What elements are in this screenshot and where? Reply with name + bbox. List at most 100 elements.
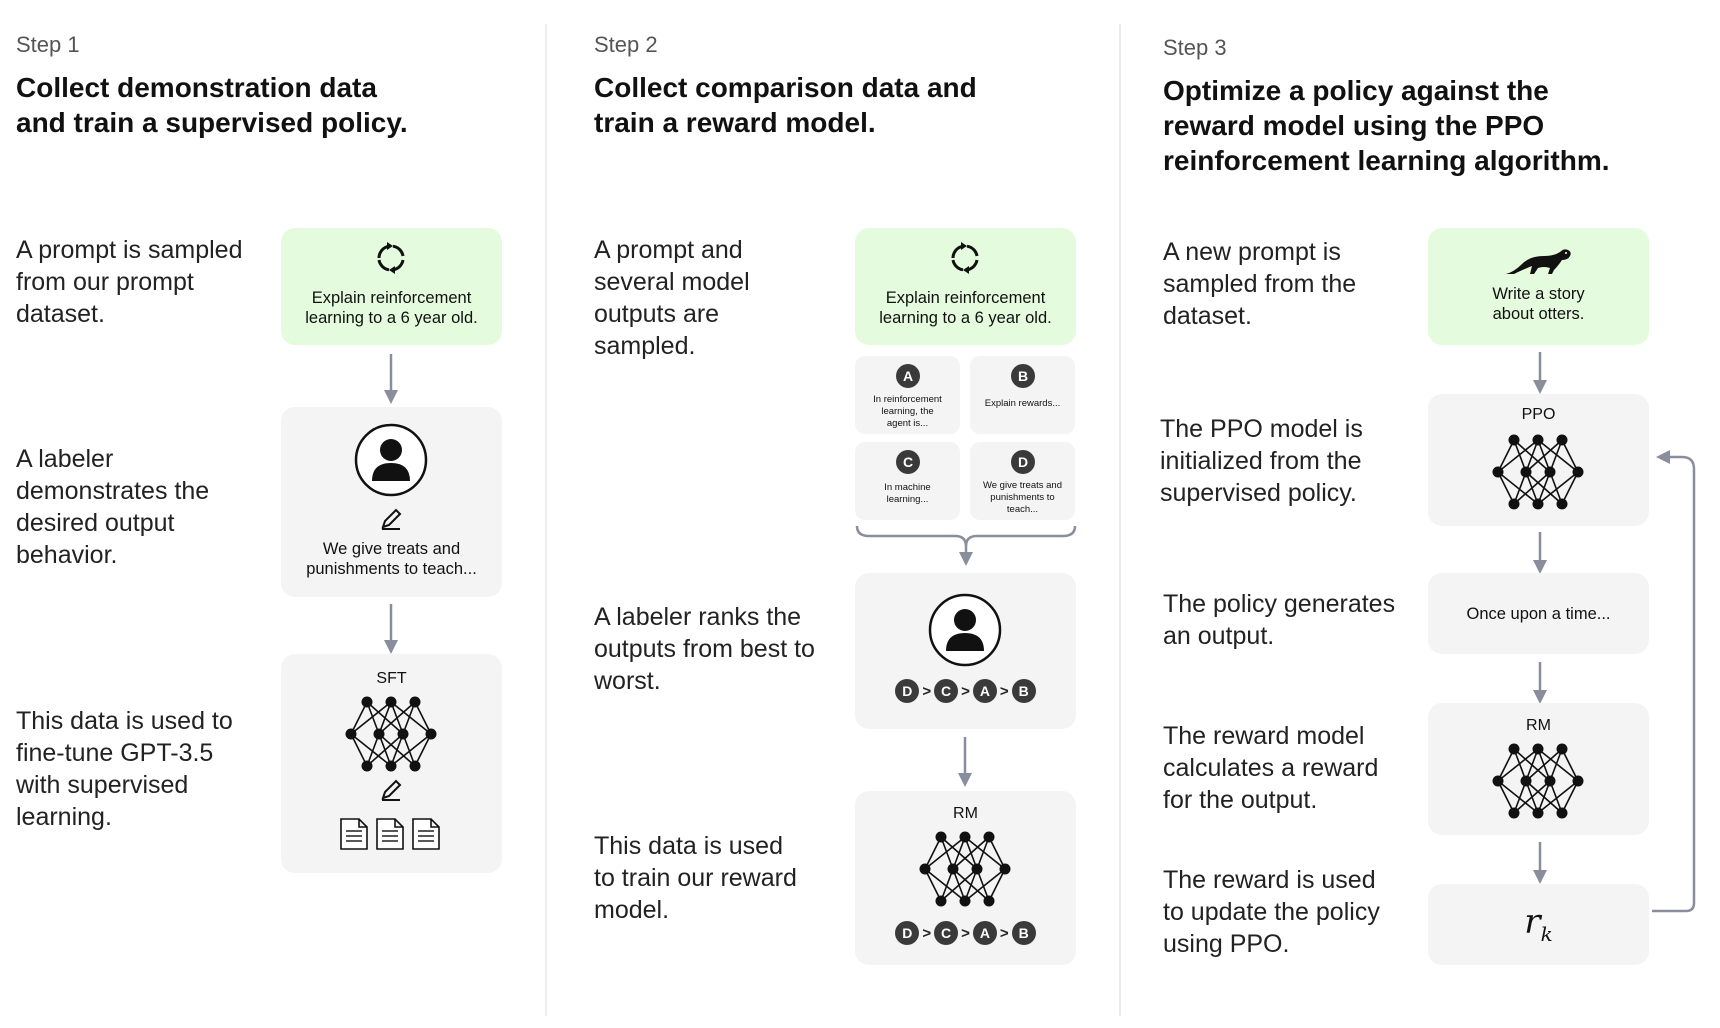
- network-graph: [1492, 434, 1584, 510]
- step-2-prompt-card: Explain reinforcement learning to a 6 ye…: [855, 228, 1076, 345]
- network-edge: [924, 836, 966, 870]
- network-node: [1520, 775, 1532, 787]
- network-node: [935, 831, 947, 843]
- ranking-row: D>C>A>B: [855, 921, 1076, 945]
- feedback-loop-arrow: [1652, 450, 1696, 913]
- step-2-desc-sampled: A prompt and several model outputs are s…: [594, 236, 750, 360]
- network-edge: [1525, 748, 1563, 782]
- reward-symbol: rk: [1524, 902, 1553, 946]
- network-edge: [414, 701, 432, 735]
- step-2-prompt-text: Explain reinforcement learning to a 6 ye…: [879, 289, 1052, 327]
- rank-badge: A: [972, 921, 997, 945]
- network-node: [1492, 775, 1504, 787]
- step-1-prompt-card: Explain reinforcement learning to a 6 ye…: [281, 228, 502, 345]
- sft-label: SFT: [376, 670, 407, 687]
- network-edge: [988, 868, 1006, 902]
- network-node: [361, 696, 373, 708]
- network-node: [373, 728, 385, 740]
- output-text-b: Explain rewards...: [984, 398, 1061, 409]
- network-edge: [378, 701, 416, 735]
- arrow-down: [1533, 532, 1547, 574]
- step-2-title: Collect comparison data and train a rewa…: [594, 72, 977, 138]
- network-edge: [366, 733, 404, 767]
- network-edge: [1497, 748, 1515, 782]
- network-edge: [1561, 748, 1579, 782]
- network-node: [385, 696, 397, 708]
- network-node: [1508, 434, 1520, 446]
- network-node: [959, 831, 971, 843]
- network-edge: [390, 733, 432, 767]
- network-edge: [402, 701, 416, 735]
- network-edge: [1549, 748, 1563, 782]
- rank-badge: B: [1011, 679, 1036, 703]
- network-edge: [366, 701, 380, 735]
- network-edge: [1497, 780, 1539, 814]
- network-edge: [924, 836, 942, 870]
- step-1-desc-finetune: This data is used to fine-tune GPT-3.5 w…: [16, 707, 233, 831]
- rank-badge: C: [934, 921, 959, 945]
- step-3-desc-prompt: A new prompt is sampled from the dataset…: [1163, 238, 1357, 330]
- network-node: [345, 728, 357, 740]
- arrow-down: [384, 604, 398, 654]
- step-2-desc-rank: A labeler ranks the outputs from best to…: [594, 603, 815, 695]
- network-edge: [1513, 780, 1551, 814]
- arrow-down: [1533, 352, 1547, 394]
- step-3-reward-card: rk: [1428, 884, 1649, 965]
- network-node: [409, 696, 421, 708]
- step-2-label: Step 2: [594, 32, 658, 57]
- network-graph: [919, 831, 1011, 907]
- output-card-d: D We give treats and punishments to teac…: [970, 442, 1075, 520]
- network-node: [959, 895, 971, 907]
- rank-badge: B: [1011, 921, 1036, 945]
- network-node: [983, 895, 995, 907]
- network-edge: [1537, 780, 1551, 814]
- network-edge: [1497, 748, 1539, 782]
- user-icon: [928, 593, 1002, 667]
- network-node: [1508, 807, 1520, 819]
- network-node: [425, 728, 437, 740]
- document-icon: [412, 818, 440, 850]
- step-2-ranking-card: D>C>A>B: [855, 573, 1076, 729]
- rank-badge: D: [895, 679, 920, 703]
- output-badge-c: C: [896, 450, 920, 474]
- step-3-label: Step 3: [1163, 35, 1227, 60]
- rank-separator: >: [999, 924, 1009, 942]
- network-node: [919, 863, 931, 875]
- step-divider: [1119, 24, 1121, 1016]
- step-3-desc-generate: The policy generates an output.: [1163, 590, 1396, 650]
- rank-separator: >: [922, 924, 932, 942]
- step-3-desc-update: The reward is used to update the policy …: [1163, 866, 1380, 958]
- network-edge: [390, 733, 404, 767]
- step-3-output-card: Once upon a time...: [1428, 573, 1649, 654]
- network-node: [385, 760, 397, 772]
- network-icon: [345, 694, 437, 774]
- output-badge-b: B: [1011, 364, 1035, 388]
- network-node: [361, 760, 373, 772]
- network-edge: [1525, 748, 1539, 782]
- network-edge: [1537, 748, 1579, 782]
- network-edge: [924, 868, 942, 902]
- network-node: [1544, 775, 1556, 787]
- network-edge: [350, 701, 368, 735]
- rank-separator: >: [922, 682, 932, 700]
- network-node: [1572, 775, 1584, 787]
- network-edge: [940, 868, 978, 902]
- network-edge: [1561, 780, 1579, 814]
- rm-label: RM: [953, 805, 978, 822]
- rank-separator: >: [961, 682, 970, 700]
- network-edge: [1497, 780, 1515, 814]
- network-node: [1532, 807, 1544, 819]
- user-icon: [354, 423, 428, 497]
- output-card-b: B Explain rewards...: [970, 356, 1075, 434]
- network-edge: [1561, 439, 1579, 473]
- network-node: [1508, 743, 1520, 755]
- network-edge: [1497, 471, 1539, 505]
- network-node: [999, 863, 1011, 875]
- bracket-merge: [855, 525, 1077, 566]
- network-graph: [345, 696, 437, 772]
- network-edge: [940, 868, 954, 902]
- network-edge: [1537, 471, 1579, 505]
- arrow-down: [1533, 842, 1547, 884]
- network-edge: [988, 836, 1006, 870]
- document-icons: [339, 818, 449, 852]
